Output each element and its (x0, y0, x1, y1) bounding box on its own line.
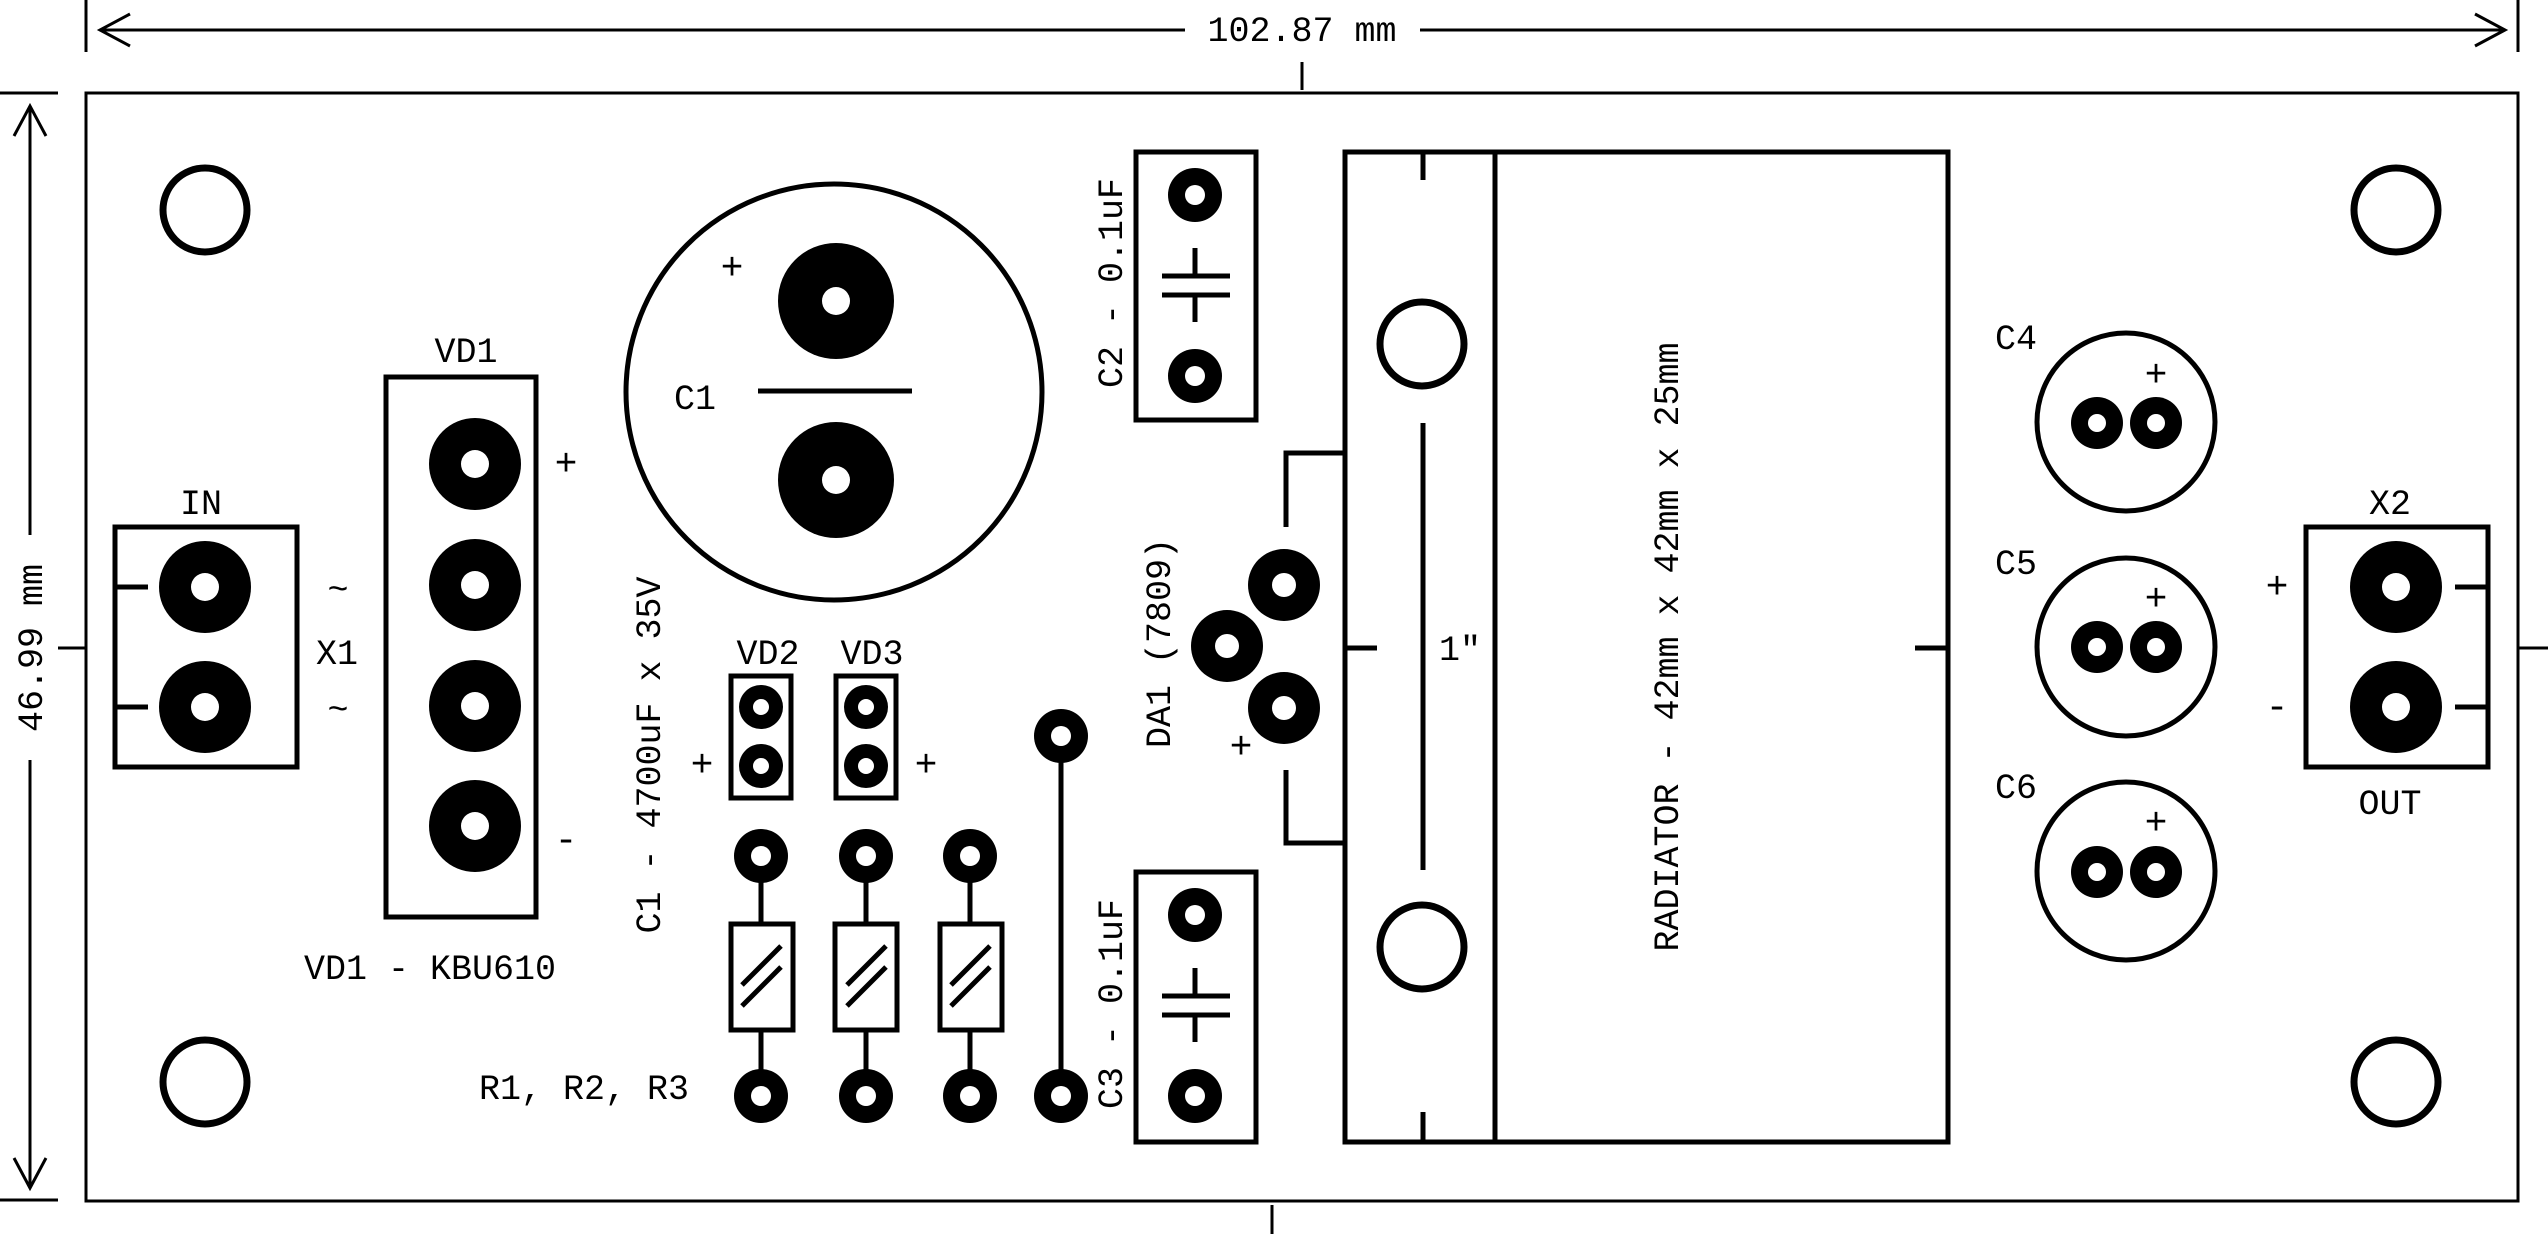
resistor-r2 (832, 829, 900, 1123)
c4-plus-marker: + (2145, 355, 2168, 398)
board-outline (84, 91, 2520, 1203)
height-dimension: 46.99 mm (0, 91, 2548, 1202)
c6-plus-marker: + (2145, 803, 2168, 846)
c1-capacitor: + C1 C1 - 4700uF x 35V (623, 181, 1045, 934)
vd1-plus-marker: + (555, 444, 578, 487)
c1-ref: C1 (674, 380, 716, 420)
vd2-diode: VD2 + (691, 635, 800, 801)
resistors-label: R1, R2, R3 (479, 1070, 689, 1110)
c1-plus-marker: + (721, 248, 744, 291)
x1-pin1-marker: ~ (327, 571, 348, 611)
da1-plus-marker: + (1230, 727, 1253, 770)
mounting-hole (159, 164, 251, 256)
vd2-ref: VD2 (736, 635, 799, 675)
resistor-r1 (728, 829, 796, 1123)
c3-capacitor: C3 - 0.1uF (1093, 869, 1259, 1145)
radiator-mount-hole (1376, 901, 1468, 993)
vd1-value: VD1 - KBU610 (304, 950, 556, 990)
x2-minus-marker: - (2266, 687, 2289, 730)
vd2-plus-marker: + (691, 745, 714, 788)
x2-output-connector: X2 OUT + - (2266, 485, 2491, 825)
c6-ref: C6 (1995, 769, 2037, 809)
x1-ref: X1 (316, 635, 358, 675)
c5-ref: C5 (1995, 545, 2037, 585)
mounting-hole (2350, 1036, 2442, 1128)
vd1-bridge-rectifier: VD1 + - VD1 - KBU610 (304, 333, 577, 990)
x1-label: IN (180, 485, 222, 525)
c5-plus-marker: + (2145, 579, 2168, 622)
c3-value: C3 - 0.1uF (1093, 899, 1133, 1109)
vd1-ref: VD1 (434, 333, 497, 373)
width-dimension-label: 102.87 mm (1207, 12, 1396, 52)
c2-value: C2 - 0.1uF (1093, 178, 1133, 388)
x2-plus-marker: + (2266, 567, 2289, 610)
height-dimension-label: 46.99 mm (13, 564, 53, 732)
c6-capacitor: C6 + (1995, 769, 2218, 963)
mounting-holes (159, 164, 2442, 1128)
radiator-bolt-label: 1" (1439, 631, 1481, 671)
vd3-ref: VD3 (840, 635, 903, 675)
x2-ref: X2 (2369, 485, 2411, 525)
mounting-hole (159, 1036, 251, 1128)
c4-capacitor: C4 + (1995, 320, 2218, 514)
width-dimension: 102.87 mm (84, 0, 2520, 1234)
x2-label: OUT (2358, 785, 2421, 825)
x1-input-connector: IN X1 ~ ~ (112, 485, 358, 770)
radiator-heatsink: 1" RADIATOR - 42mm x 42mm x 25mm (1342, 149, 1951, 1145)
radiator-value: RADIATOR - 42mm x 42mm x 25mm (1649, 342, 1689, 951)
jumper-wire (1034, 709, 1088, 1123)
vd1-minus-marker: - (555, 820, 578, 863)
mounting-hole (2350, 164, 2442, 256)
c2-capacitor: C2 - 0.1uF (1093, 149, 1259, 423)
radiator-mount-hole (1376, 298, 1468, 390)
c4-ref: C4 (1995, 320, 2037, 360)
da1-regulator: DA1 (7809) + (1141, 450, 1345, 846)
x1-pin2-marker: ~ (327, 691, 348, 731)
c1-value: C1 - 4700uF x 35V (631, 576, 671, 933)
vd3-plus-marker: + (915, 745, 938, 788)
da1-value: DA1 (7809) (1141, 538, 1181, 748)
vd3-diode: VD3 + (833, 635, 938, 801)
resistor-r3 (937, 829, 1005, 1123)
c5-capacitor: C5 + (1995, 545, 2218, 739)
